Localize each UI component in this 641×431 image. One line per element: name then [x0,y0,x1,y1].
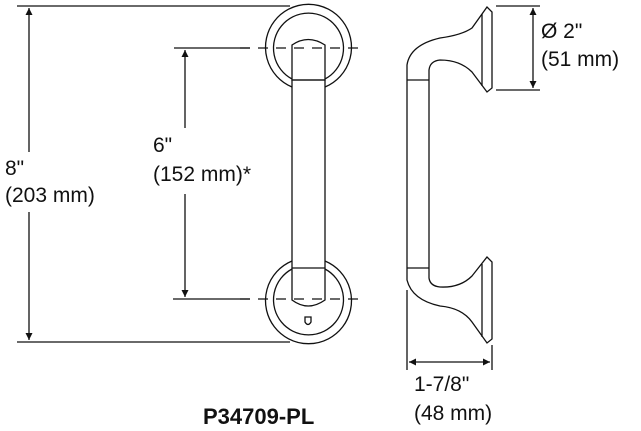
side-view [406,5,493,344]
center-to-center-imperial: 6" [153,134,173,157]
projection-metric: (48 mm) [414,402,493,425]
front-view [264,3,353,345]
projection-dimension [406,290,493,370]
center-to-center-metric: (152 mm)* [153,163,252,186]
overall-height-dimension [17,5,290,343]
model-number: P34709-PL [203,404,315,429]
overall-height-imperial: 8" [5,157,25,180]
flange-diameter-dimension [496,5,540,91]
center-to-center-dimension [173,47,250,300]
flange-diameter-metric: (51 mm) [541,48,620,71]
projection-imperial: 1-7/8" [414,373,470,396]
overall-height-metric: (203 mm) [5,184,95,207]
flange-diameter-imperial: Ø 2" [541,20,583,43]
